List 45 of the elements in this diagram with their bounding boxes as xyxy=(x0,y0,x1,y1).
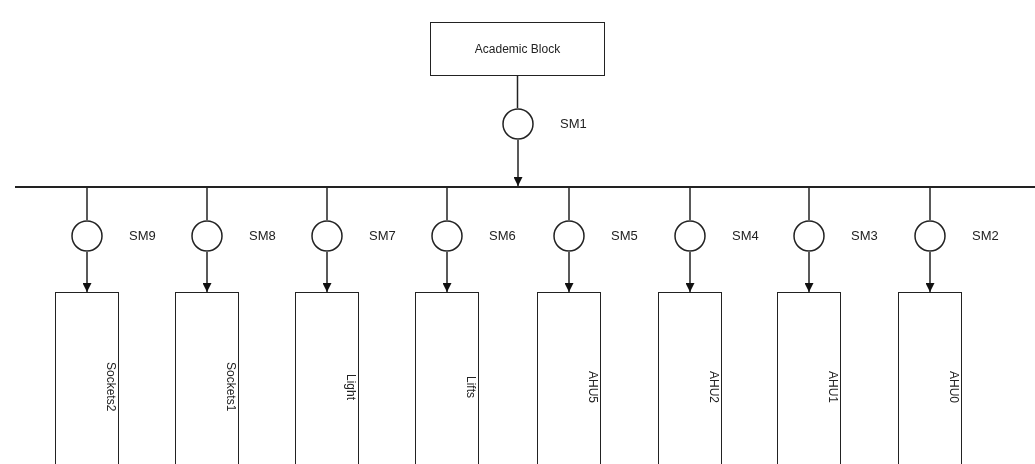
arrow xyxy=(804,251,814,293)
meter-label: SM2 xyxy=(972,228,999,243)
connector-line xyxy=(86,186,88,221)
load-box: Sockets2 xyxy=(55,292,119,464)
load-box: Sockets1 xyxy=(175,292,239,464)
arrow xyxy=(685,251,695,293)
connector-line xyxy=(689,186,691,221)
arrow xyxy=(513,139,523,187)
arrow xyxy=(202,251,212,293)
arrow xyxy=(564,251,574,293)
load-box: Lifts xyxy=(415,292,479,464)
meter-circle xyxy=(553,220,585,252)
meter-label: SM1 xyxy=(560,116,587,131)
meter-label: SM8 xyxy=(249,228,276,243)
connector-line xyxy=(808,186,810,221)
meter-circle xyxy=(793,220,825,252)
meter-circle xyxy=(914,220,946,252)
connector-line xyxy=(568,186,570,221)
connector-line xyxy=(516,75,519,109)
arrow xyxy=(82,251,92,293)
load-box: AHU1 xyxy=(777,292,841,464)
arrow xyxy=(925,251,935,293)
meter-label: SM5 xyxy=(611,228,638,243)
load-box: AHU2 xyxy=(658,292,722,464)
connector-line xyxy=(206,186,208,221)
arrow xyxy=(442,251,452,293)
meter-label: SM4 xyxy=(732,228,759,243)
meter-label: SM7 xyxy=(369,228,396,243)
connector-line xyxy=(446,186,448,221)
meter-label: SM3 xyxy=(851,228,878,243)
building-box: Academic Block xyxy=(430,22,605,76)
load-box: AHU0 xyxy=(898,292,962,464)
meter-label: SM6 xyxy=(489,228,516,243)
meter-circle xyxy=(502,108,534,140)
arrow xyxy=(322,251,332,293)
load-box: Light xyxy=(295,292,359,464)
meter-circle xyxy=(431,220,463,252)
connector-line xyxy=(326,186,328,221)
load-box: AHU5 xyxy=(537,292,601,464)
meter-circle xyxy=(674,220,706,252)
meter-label: SM9 xyxy=(129,228,156,243)
connector-line xyxy=(929,186,931,221)
meter-circle xyxy=(71,220,103,252)
meter-circle xyxy=(311,220,343,252)
meter-circle xyxy=(191,220,223,252)
